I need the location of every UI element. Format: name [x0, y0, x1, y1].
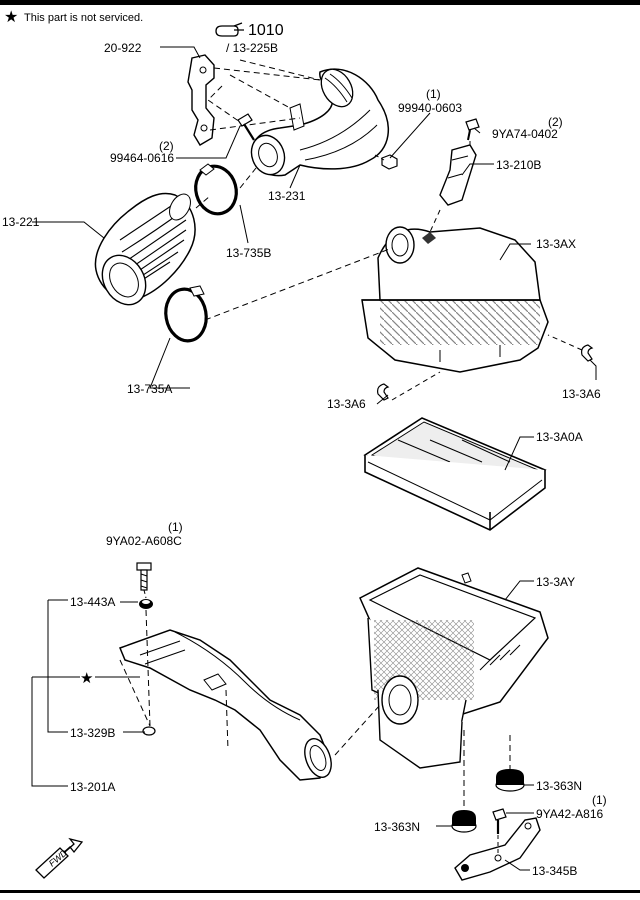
label-99940-0603[interactable]: 99940-0603	[398, 101, 462, 115]
bottom-border	[0, 890, 640, 893]
clamp-13-735b[interactable]	[190, 162, 241, 219]
nut-99940-0603[interactable]	[381, 154, 398, 170]
label-99940-qty: (1)	[426, 87, 441, 101]
screw-9ya74-0402[interactable]	[465, 118, 480, 141]
label-13-221[interactable]: 13-221	[2, 215, 40, 229]
filter-element-13-3a0a[interactable]	[363, 417, 547, 531]
grommet-13-329b[interactable]	[142, 726, 156, 736]
star-marker-icon: ★	[80, 670, 93, 687]
mount-13-363n-left[interactable]	[451, 810, 477, 833]
intake-duct-13-231[interactable]	[246, 64, 389, 180]
label-13-735a[interactable]: 13-735A	[127, 382, 172, 396]
label-9ya02-qty: (1)	[168, 520, 183, 534]
air-cleaner-case-13-3ay[interactable]	[359, 567, 549, 769]
bolt-99464-0616[interactable]	[237, 113, 255, 141]
label-99464-0616[interactable]: 99464-0616	[110, 151, 174, 165]
pointing-hand-icon	[215, 22, 244, 37]
air-cleaner-cover-13-3ax[interactable]	[361, 226, 549, 373]
label-13-201a[interactable]: 13-201A	[70, 780, 115, 794]
legend-text: This part is not serviced.	[24, 12, 143, 24]
label-13-443a[interactable]: 13-443A	[70, 595, 115, 609]
label-9ya74-qty: (2)	[548, 115, 563, 129]
label-13-231[interactable]: 13-231	[268, 189, 306, 203]
label-13-3a0a[interactable]: 13-3A0A	[536, 430, 583, 444]
label-9ya74-0402[interactable]: 9YA74-0402	[492, 127, 558, 141]
label-20-922[interactable]: 20-922	[104, 41, 142, 55]
mount-13-363n-right[interactable]	[495, 769, 525, 792]
label-13-363n-left[interactable]: 13-363N	[374, 820, 420, 834]
clip-13-3a6-left[interactable]	[377, 383, 390, 401]
label-99464-qty: (2)	[159, 139, 174, 153]
label-13-329b[interactable]: 13-329B	[70, 726, 115, 740]
clamp-13-735a[interactable]	[162, 285, 210, 344]
label-9ya42-a816[interactable]: 9YA42-A816	[536, 807, 603, 821]
label-9ya42-qty: (1)	[592, 793, 607, 807]
label-13-210b[interactable]: 13-210B	[496, 158, 541, 172]
legend: ★ This part is not serviced.	[4, 9, 143, 26]
top-border	[0, 0, 640, 5]
fwd-arrow-icon: FWD	[35, 837, 84, 879]
grommet-13-443a[interactable]	[139, 599, 153, 609]
bolt-9ya02-a608c[interactable]	[136, 562, 152, 591]
label-13-3ay[interactable]: 13-3AY	[536, 575, 575, 589]
leader-lines	[31, 46, 597, 871]
label-13-363n-right[interactable]: 13-363N	[536, 779, 582, 793]
star-icon: ★	[4, 9, 18, 26]
bolt-9ya42-a816[interactable]	[492, 808, 507, 834]
part-labels: 20-922 (2) 99464-0616 (1) 99940-0603 (2)…	[2, 41, 607, 878]
label-13-3ax[interactable]: 13-3AX	[536, 237, 576, 251]
label-9ya02-a608c[interactable]: 9YA02-A608C	[106, 534, 182, 548]
label-13-345b[interactable]: 13-345B	[532, 864, 577, 878]
bellows-hose-13-221[interactable]	[94, 190, 196, 312]
bracket-20-922[interactable]	[187, 54, 215, 146]
reference-sub: / 13-225B	[226, 41, 278, 55]
label-13-3a6-left[interactable]: 13-3A6	[327, 397, 366, 411]
clip-13-3a6-right[interactable]	[581, 344, 594, 362]
label-13-735b[interactable]: 13-735B	[226, 246, 271, 260]
sensor-13-210b[interactable]	[439, 144, 477, 206]
label-13-3a6-right[interactable]: 13-3A6	[562, 387, 601, 401]
inlet-duct-13-201a[interactable]	[119, 629, 336, 781]
reference-callout[interactable]: 1010 / 13-225B	[215, 22, 284, 55]
reference-main: 1010	[248, 22, 284, 39]
